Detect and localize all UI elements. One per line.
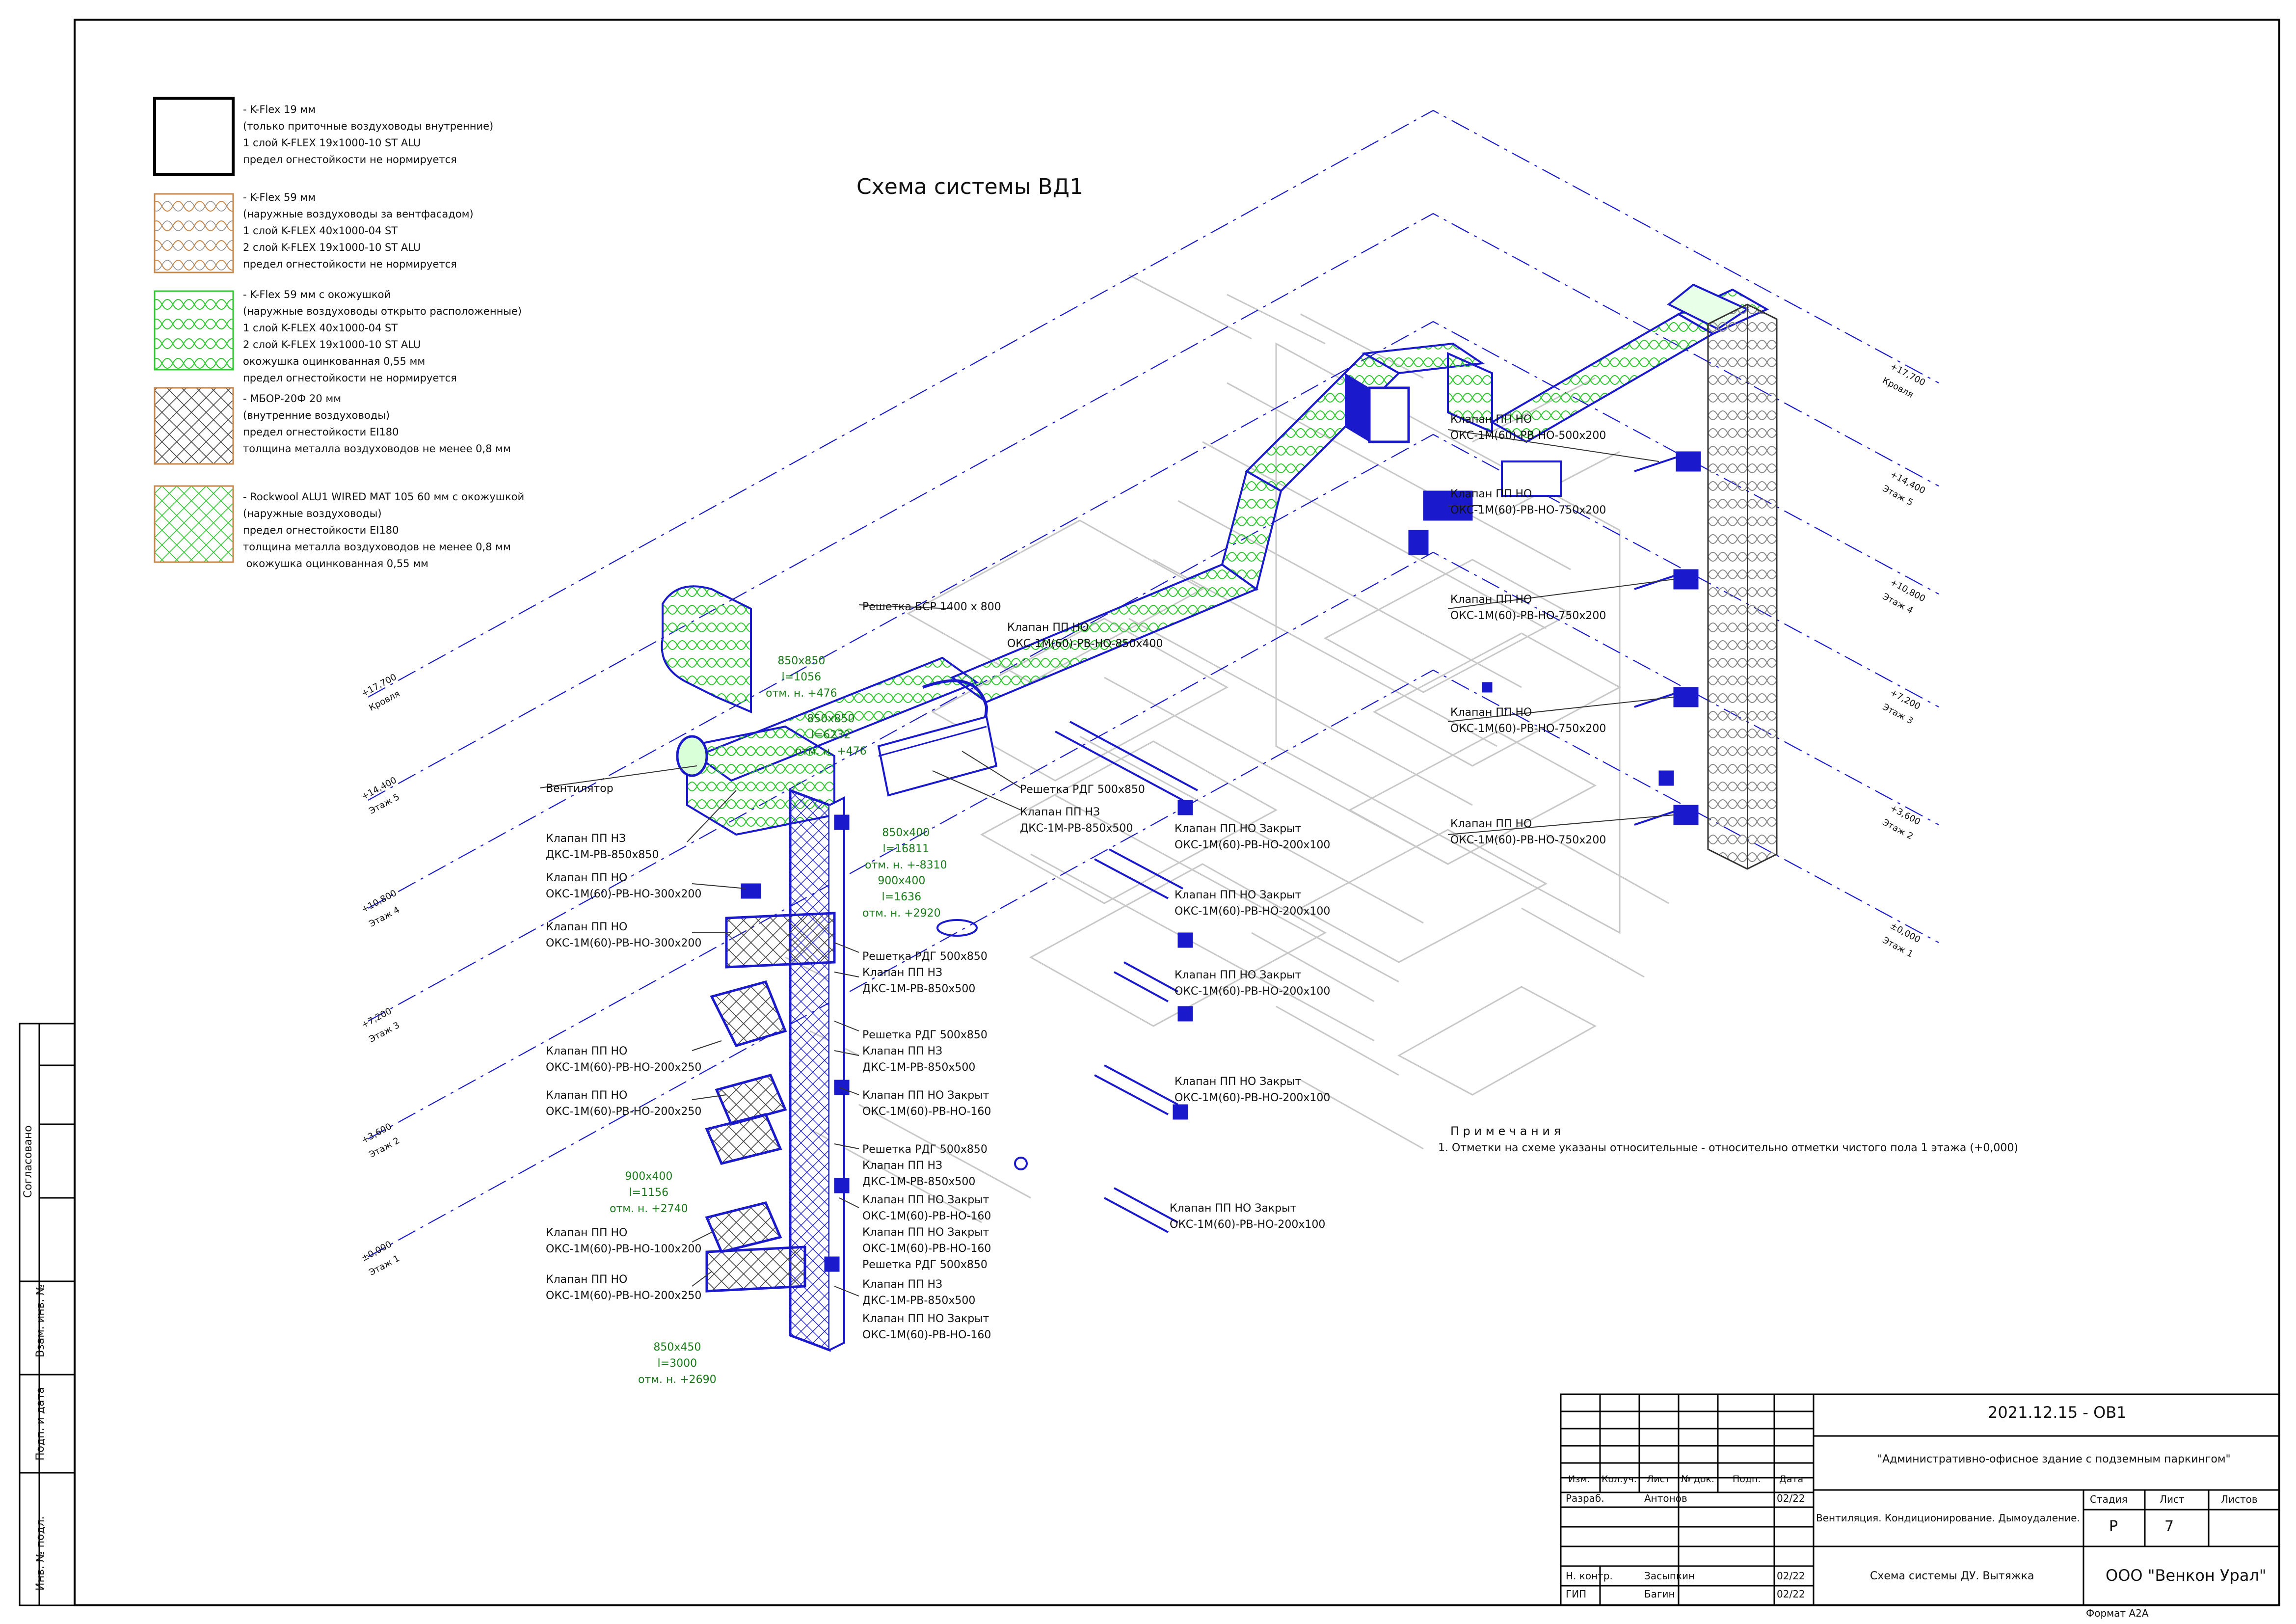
duct-note-6: 850x450 l=3000 отм. н. +2690	[638, 1341, 717, 1386]
legend-swatch-kflex59-jacket	[154, 290, 234, 371]
label-valve-200x250-a: Клапан ПП НО ОКС-1М(60)-РВ-НО-200x250	[546, 1045, 702, 1074]
tb-h-list: Лист	[1647, 1474, 1671, 1485]
stamp-agreed: Согласовано	[22, 1125, 34, 1198]
tb-name-3: Багин	[1644, 1588, 1675, 1600]
tb-code: 2021.12.15 - ОВ1	[1988, 1403, 2127, 1422]
stamp-sign-date: Подп. и дата	[34, 1387, 47, 1461]
tb-section: Вентиляция. Кондиционирование. Дымоудале…	[1816, 1512, 2080, 1524]
tb-h-doc: № док.	[1681, 1474, 1715, 1485]
right-shaft	[1707, 303, 1778, 870]
tb-date-1: 02/22	[1777, 1492, 1805, 1504]
label-valve-300x200-a: Клапан ПП НО ОКС-1М(60)-РВ-НО-300x200	[546, 872, 702, 900]
tb-format: Формат А2А	[2086, 1607, 2149, 1619]
label-riser-6: Клапан ПП НЗ ДКС-1М-РВ-850x500	[862, 1278, 976, 1307]
main-exhaust-duct	[694, 283, 1769, 782]
left-riser	[705, 788, 845, 1352]
legend-text-2: - K-Flex 59 мм (наружные воздуховоды за …	[243, 191, 474, 270]
tb-date-3: 02/22	[1777, 1588, 1805, 1600]
label-riser-2: Решетка РДГ 500x850 Клапан ПП НЗ ДКС-1М-…	[862, 1029, 988, 1074]
label-closed-valve-3: Клапан ПП НО Закрыт ОКС-1М(60)-РВ-НО-200…	[1175, 969, 1331, 998]
branch-ducts	[936, 456, 1679, 1233]
legend-text-4: - МБОР-20Ф 20 мм (внутренние воздуховоды…	[243, 393, 511, 455]
label-valve-750x200-b: Клапан ПП НО ОКС-1М(60)-РВ-НО-750x200	[1450, 594, 1606, 622]
legend-text-5: - Rockwool ALU1 WIRED MAT 105 60 мм с ок…	[243, 491, 525, 569]
tb-sheets-label: Листов	[2221, 1493, 2258, 1505]
duct-note-5: 900x400 l=1156 отм. н. +2740	[610, 1170, 688, 1215]
duct-note-2: 850x850 l=6232 отм. н. +476	[795, 713, 867, 758]
tb-company: ООО "Венкон Урал"	[2106, 1566, 2267, 1585]
label-grille-rdg-center: Решетка РДГ 500x850	[1020, 784, 1145, 796]
tb-sheet: 7	[2164, 1518, 2174, 1535]
tb-sheet-title: Схема системы ДУ. Вытяжка	[1870, 1570, 2034, 1582]
drawing-title: Схема системы ВД1	[856, 174, 1084, 199]
valve-symbols	[741, 451, 1701, 1272]
legend-swatch-rockwool	[154, 485, 234, 563]
legend-swatch-kflex59	[154, 193, 234, 273]
tb-role-2: Н. контр.	[1566, 1570, 1613, 1582]
label-valve-dks-center: Клапан ПП НЗ ДКС-1М-РВ-850x500	[1020, 806, 1133, 835]
label-valve-200x250-c: Клапан ПП НО ОКС-1М(60)-РВ-НО-200x250	[546, 1273, 702, 1302]
notes-text: 1. Отметки на схеме указаны относительны…	[1438, 1142, 2018, 1154]
tb-role-3: ГИП	[1566, 1588, 1587, 1600]
label-valve-100x200: Клапан ПП НО ОКС-1М(60)-РВ-НО-100x200	[546, 1227, 702, 1255]
tb-stage-label: Стадия	[2090, 1493, 2128, 1505]
label-riser-4: Решетка РДГ 500x850 Клапан ПП НЗ ДКС-1М-…	[862, 1143, 988, 1188]
label-riser-5: Клапан ПП НО Закрыт ОКС-1М(60)-РВ-НО-160…	[862, 1194, 991, 1271]
notes-heading: П р и м е ч а н и я	[1450, 1124, 1561, 1138]
label-valve-850x850: Клапан ПП НЗ ДКС-1М-РВ-850x850	[546, 833, 659, 861]
ghost-ductwork	[785, 274, 1669, 1223]
tb-stage: Р	[2109, 1518, 2118, 1535]
legend-text-1: - K-Flex 19 мм (только приточные воздухо…	[243, 104, 494, 165]
duct-note-1: 850x850 l=1056 отм. н. +476	[766, 655, 837, 700]
leader-lines	[539, 429, 1674, 1297]
tb-sheet-label: Лист	[2160, 1493, 2185, 1505]
duct-note-4: 900x400 l=1636 отм. н. +2920	[862, 875, 941, 920]
label-valve-300x200-b: Клапан ПП НО ОКС-1М(60)-РВ-НО-300x200	[546, 921, 702, 949]
tb-h-sign: Подп.	[1733, 1474, 1761, 1485]
label-closed-valve-5: Клапан ПП НО Закрыт ОКС-1М(60)-РВ-НО-200…	[1170, 1202, 1326, 1231]
label-valve-850x400: Клапан ПП НО ОКС-1М(60)-РВ-НО-850x400	[1007, 622, 1163, 650]
label-grille-bsr: Решетка БСР 1400 x 800	[862, 601, 1001, 613]
label-riser-1: Решетка РДГ 500x850 Клапан ПП НЗ ДКС-1М-…	[862, 950, 988, 995]
tb-name-2: Засыпкин	[1644, 1570, 1695, 1582]
label-valve-200x250-b: Клапан ПП НО ОКС-1М(60)-РВ-НО-200x250	[546, 1089, 702, 1118]
label-valve-750x200-d: Клапан ПП НО ОКС-1М(60)-РВ-НО-750x200	[1450, 818, 1606, 846]
tb-h-izm: Изм.	[1568, 1474, 1590, 1485]
sheet-border	[74, 19, 2280, 1606]
legend-swatches	[153, 97, 235, 563]
duct-note-3: 850x400 l=16811 отм. н. +-8310	[865, 827, 947, 871]
tb-date-2: 02/22	[1777, 1570, 1805, 1582]
label-fan: Вентилятор	[546, 783, 614, 795]
label-closed-valve-2: Клапан ПП НО Закрыт ОКС-1М(60)-РВ-НО-200…	[1175, 889, 1331, 918]
side-stamp-grid	[19, 1023, 76, 1606]
level-lines	[368, 109, 1939, 1257]
label-valve-750x200-c: Клапан ПП НО ОКС-1М(60)-РВ-НО-750x200	[1450, 706, 1606, 735]
tb-role-1: Разраб.	[1566, 1492, 1604, 1504]
label-valve-500x200: Клапан ПП НО ОКС-1М(60)-РВ-НО-500x200	[1450, 413, 1606, 442]
tb-name-1: Антонов	[1644, 1492, 1687, 1504]
tb-project: "Административно-офисное здание с подзем…	[1877, 1453, 2231, 1465]
label-valve-750x200-a: Клапан ПП НО ОКС-1М(60)-РВ-НО-750x200	[1450, 488, 1606, 516]
legend-text-3: - K-Flex 59 мм с окожушкой (наружные воз…	[243, 289, 522, 384]
tb-h-kol: Кол.уч.	[1602, 1474, 1637, 1485]
stamp-inv-replace: Взам. инв. №	[34, 1284, 47, 1357]
tb-h-date: Дата	[1779, 1474, 1804, 1485]
label-riser-3: Клапан ПП НО Закрыт ОКС-1М(60)-РВ-НО-160	[862, 1089, 991, 1118]
label-closed-valve-4: Клапан ПП НО Закрыт ОКС-1М(60)-РВ-НО-200…	[1175, 1076, 1331, 1104]
legend-swatch-kflex19	[153, 97, 235, 176]
stamp-inv-orig: Инв. № подл.	[34, 1516, 47, 1591]
label-closed-valve-1: Клапан ПП НО Закрыт ОКС-1М(60)-РВ-НО-200…	[1175, 823, 1331, 851]
legend-swatch-mbor	[154, 387, 234, 465]
label-riser-7: Клапан ПП НО Закрыт ОКС-1М(60)-РВ-НО-160	[862, 1313, 991, 1341]
title-block-grid	[1560, 1393, 2280, 1606]
